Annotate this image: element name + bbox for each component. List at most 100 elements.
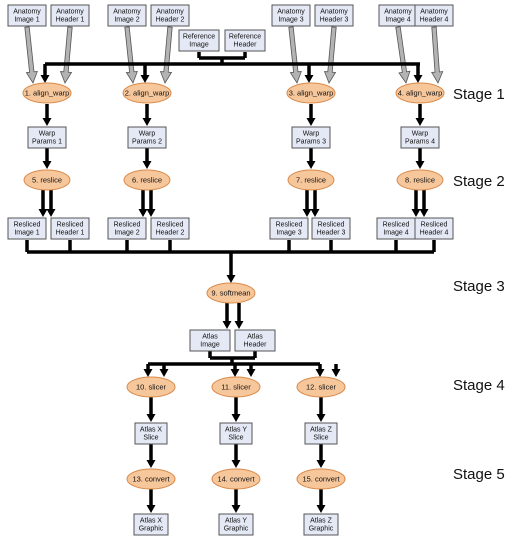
reslice-node-3-ellipse [287, 169, 335, 191]
reslice-node-3-label: 7. reslice [296, 175, 326, 184]
reslice-node-4: 8. reslice [396, 169, 444, 191]
anatomy-box-6-line-2: Header 3 [320, 17, 349, 24]
align-warp-node-2-label: 2. align_warp [125, 88, 170, 97]
slice-arrow-2-head [231, 414, 241, 422]
resliced-header-box-1-line-2: Header 1 [56, 230, 85, 237]
warp-params-box-3-line-2: Params 3 [296, 139, 326, 146]
atlas-image-box-line-2: Image [200, 342, 220, 349]
convert-node-2: 14. convert [211, 468, 261, 490]
anatomy-box-8-rect [414, 4, 454, 27]
reference-arrow-4-head [413, 75, 423, 83]
atlas-slice-box-1-line-1: Atlas X [140, 427, 163, 434]
reslice-node-2-ellipse [123, 169, 171, 191]
anatomy-box-2-line-2: Header 1 [56, 17, 85, 24]
atlas-graphic-box-1-rect [133, 513, 169, 536]
slice-arrow-3-head [316, 414, 326, 422]
anatomy-box-2-line-1: Anatomy [56, 9, 84, 16]
stage-label-text-2: Stage 2 [453, 173, 505, 190]
align-warp-node-1: 1. align_warp [22, 82, 72, 104]
stage-label-1: Stage 1 [453, 86, 505, 103]
atlas-graphic-box-2-rect [218, 513, 254, 536]
reference-arrow-3-head [304, 75, 314, 83]
anatomy-box-7-line-1: Anatomy [384, 9, 412, 16]
resliced-image-box-2-rect [107, 217, 147, 240]
stage-label-text-5: Stage 5 [453, 466, 505, 483]
align-warp-node-3-ellipse [286, 82, 336, 104]
convert-input-arrow-1-head [146, 460, 156, 468]
slicer-node-3-ellipse [296, 376, 346, 398]
reference-image-box-line-1: Reference [183, 34, 215, 41]
resliced-header-box-2-rect [150, 217, 190, 240]
atlas-header-box-line-2: Header [244, 342, 268, 349]
resliced-header-box-3-line-1: Resliced [318, 222, 345, 229]
atlas-slice-box-1-line-2: Slice [143, 435, 158, 442]
slicer-input-arrow-b-2-head [246, 369, 256, 377]
anatomy-box-4-line-2: Header 2 [156, 17, 185, 24]
resliced-header-arrow-4-head [419, 209, 429, 217]
anatomy-box-4-line-1: Anatomy [156, 9, 184, 16]
slicer-input-arrow-a-1-head [143, 369, 153, 377]
stage-label-4: Stage 4 [453, 377, 505, 394]
atlas-slice-box-1-rect [134, 422, 168, 445]
resliced-image-box-3-line-1: Resliced [276, 222, 303, 229]
align-warp-node-1-label: 1. align_warp [25, 88, 70, 97]
resliced-header-box-4-line-1: Resliced [421, 222, 448, 229]
convert-node-1-label: 13. convert [132, 474, 170, 483]
anatomy-box-4-rect [150, 4, 190, 27]
atlas-image-box-rect [189, 329, 231, 352]
softmean-node: 9. softmean [206, 282, 256, 304]
atlas-header-box-rect [234, 329, 276, 352]
reslice-node-1: 5. reslice [23, 169, 71, 191]
reference-header-box-line-1: Reference [229, 34, 261, 41]
align-warp-node-3: 3. align_warp [286, 82, 336, 104]
reference-image-box-line-2: Image [189, 42, 209, 49]
slice-arrow-1-head [146, 414, 156, 422]
input-arrow-header-3 [323, 26, 337, 84]
convert-input-arrow-3-head [316, 460, 326, 468]
edge-layer [24, 26, 444, 513]
input-arrow-header-2 [159, 26, 173, 84]
resliced-image-box-1-rect [7, 217, 47, 240]
convert-node-3-ellipse [296, 468, 346, 490]
slicer-input-arrow-a-3-head [315, 369, 325, 377]
slicer-input-arrow-b-3-head [331, 369, 341, 377]
resliced-image-arrow-3-head [302, 209, 312, 217]
resliced-header-box-4-rect [414, 217, 454, 240]
atlas-slice-box-3-line-2: Slice [313, 435, 328, 442]
convert-node-1-ellipse [126, 468, 176, 490]
warp-params-box-2-line-1: Warp [139, 131, 156, 138]
warp-params-box-2-line-2: Params 2 [132, 139, 162, 146]
warp-params-box-1-line-1: Warp [39, 131, 56, 138]
atlas-slice-box-2-line-2: Slice [228, 435, 243, 442]
slicer-node-1-ellipse [126, 376, 176, 398]
anatomy-box-7-line-2: Image 4 [385, 17, 410, 24]
resliced-image-box-2-line-2: Image 2 [114, 230, 139, 237]
input-arrow-image-2 [124, 26, 138, 84]
reference-arrow-1-head [40, 75, 50, 83]
convert-node-2-label: 14. convert [217, 474, 255, 483]
reslice-node-1-label: 5. reslice [32, 175, 62, 184]
resliced-image-box-3-line-2: Image 3 [276, 230, 301, 237]
anatomy-box-8-line-1: Anatomy [420, 9, 448, 16]
